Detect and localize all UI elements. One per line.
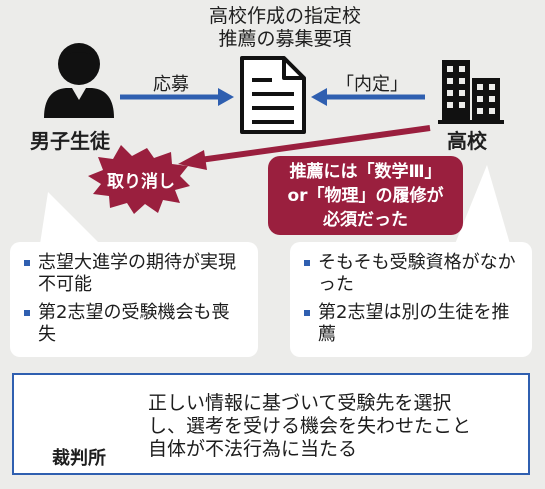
apply-label: 応募 bbox=[153, 74, 189, 95]
court-ruling-line3: 自体が不法行為に当たる bbox=[148, 438, 358, 460]
requirement-warning-box: 推薦には「数学Ⅲ」 or「物理」の履修が 必須だった bbox=[268, 156, 463, 235]
school-callout-tail bbox=[455, 165, 510, 244]
cancel-label: 取り消し bbox=[107, 172, 175, 192]
student-icon bbox=[44, 43, 114, 118]
student-consequence-callout: 志望大進学の期待が実現不可能 第2志望の受験機会も喪失 bbox=[10, 242, 258, 357]
court-ruling-text: 正しい情報に基づいて受験先を選択 し、選考を受ける機会を失わせたこと 自体が不法… bbox=[148, 392, 518, 461]
document-icon bbox=[240, 56, 306, 134]
document-title-line1: 高校作成の指定校 bbox=[208, 5, 361, 27]
warning-line2: or「物理」の履修が bbox=[287, 186, 444, 206]
school-building-icon bbox=[438, 60, 504, 124]
cancel-arrow bbox=[178, 125, 431, 170]
student-callout-tail bbox=[40, 192, 100, 244]
court-ruling-box bbox=[12, 373, 530, 475]
student-consequence-item: 志望大進学の期待が実現不可能 bbox=[24, 252, 246, 296]
warning-line1: 推薦には「数学Ⅲ」 bbox=[289, 162, 442, 182]
document-title-line2: 推薦の募集要項 bbox=[218, 28, 352, 50]
school-fact-callout: そもそも受験資格がなかった 第2志望は別の生徒を推薦 bbox=[290, 242, 532, 357]
court-ruling-line2: し、選考を受ける機会を失わせたこと bbox=[148, 415, 472, 437]
school-fact-item: 第2志望は別の生徒を推薦 bbox=[304, 302, 520, 346]
student-consequence-item: 第2志望の受験機会も喪失 bbox=[24, 302, 246, 346]
apply-arrow bbox=[120, 88, 234, 106]
school-label: 高校 bbox=[447, 129, 487, 153]
cancel-starburst bbox=[88, 145, 190, 214]
warning-line3: 必須だった bbox=[323, 210, 408, 230]
decision-arrow bbox=[311, 88, 425, 106]
decision-label: 「内定」 bbox=[336, 74, 408, 95]
school-fact-item: そもそも受験資格がなかった bbox=[304, 252, 520, 296]
court-label: 裁判所 bbox=[52, 448, 106, 469]
student-label: 男子生徒 bbox=[30, 129, 110, 153]
court-ruling-line1: 正しい情報に基づいて受験先を選択 bbox=[148, 392, 452, 414]
